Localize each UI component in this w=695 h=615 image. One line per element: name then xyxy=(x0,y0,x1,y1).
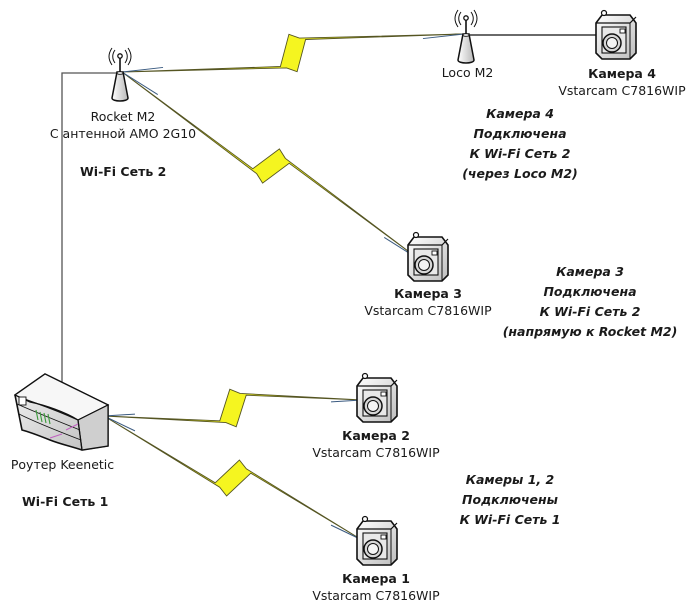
rocket-m2-name: Rocket M2 xyxy=(90,109,156,124)
camera4-icon[interactable] xyxy=(595,9,637,60)
note-line: Камеры 1, 2 xyxy=(465,472,555,487)
camera12-note: Камеры 1, 2 Подключены К Wi-Fi Сеть 1 xyxy=(445,470,575,530)
camera3-icon[interactable] xyxy=(407,231,449,282)
link-endpoint-line xyxy=(422,33,465,40)
camera2-name: Камера 2 xyxy=(342,428,410,443)
camera4-label: Камера 4 Vstarcam C7816WIP xyxy=(552,65,692,99)
note-line: К Wi-Fi Сеть 2 xyxy=(539,304,641,319)
camera4-name: Камера 4 xyxy=(588,66,656,81)
note-line: Подключены xyxy=(462,492,558,507)
note-line: (напрямую к Rocket M2) xyxy=(502,324,678,339)
note-line: К Wi-Fi Сеть 2 xyxy=(469,146,571,161)
note-line: (через Loco M2) xyxy=(462,166,578,181)
router-name: Роутер Keenetic xyxy=(10,457,115,472)
wifi-net2-label: Wi-Fi Сеть 2 xyxy=(80,164,167,179)
link-endpoint-line xyxy=(103,413,135,417)
rocket-m2-antenna-icon[interactable] xyxy=(108,47,132,102)
link-endpoint-line xyxy=(121,66,164,73)
router-label: Роутер Keenetic xyxy=(0,456,125,473)
camera3-name: Камера 3 xyxy=(394,286,462,301)
link-endpoint-line xyxy=(121,71,159,95)
link-endpoint-line xyxy=(103,415,136,432)
camera1-name: Камера 1 xyxy=(342,571,410,586)
wireless-link-router-camera2 xyxy=(103,388,363,428)
camera1-label: Камера 1 Vstarcam C7816WIP xyxy=(306,570,446,604)
wired-links xyxy=(61,34,604,404)
note-line: Подключена xyxy=(473,126,567,141)
loco-m2-name: Loco M2 xyxy=(441,65,494,80)
camera2-label: Камера 2 Vstarcam C7816WIP xyxy=(306,427,446,461)
rocket-m2-desc: С антенной AMO 2G10 xyxy=(49,126,197,141)
camera4-model: Vstarcam C7816WIP xyxy=(558,83,686,98)
note-line: Камера 4 xyxy=(486,106,554,121)
camera1-icon[interactable] xyxy=(356,515,398,566)
camera1-model: Vstarcam C7816WIP xyxy=(312,588,440,603)
camera2-icon[interactable] xyxy=(356,372,398,423)
wireless-link-rocket-camera3 xyxy=(121,71,421,261)
loco-m2-antenna-icon[interactable] xyxy=(454,9,478,64)
router-keenetic-icon[interactable] xyxy=(13,373,110,451)
wire-router-rocket xyxy=(61,72,118,404)
note-line: Камера 3 xyxy=(556,264,624,279)
wifi-net1-label: Wi-Fi Сеть 1 xyxy=(22,494,109,509)
wireless-link-rocket-loco xyxy=(121,33,465,73)
camera3-note: Камера 3 Подключена К Wi-Fi Сеть 2 (напр… xyxy=(500,262,680,342)
camera4-note: Камера 4 Подключена К Wi-Fi Сеть 2 (чере… xyxy=(450,104,590,184)
rocket-m2-label: Rocket M2 С антенной AMO 2G10 xyxy=(43,108,203,142)
note-line: Подключена xyxy=(543,284,637,299)
note-line: К Wi-Fi Сеть 1 xyxy=(459,512,561,527)
camera2-model: Vstarcam C7816WIP xyxy=(312,445,440,460)
camera3-label: Камера 3 Vstarcam C7816WIP xyxy=(358,285,498,319)
camera3-model: Vstarcam C7816WIP xyxy=(364,303,492,318)
loco-m2-label: Loco M2 xyxy=(425,64,510,81)
